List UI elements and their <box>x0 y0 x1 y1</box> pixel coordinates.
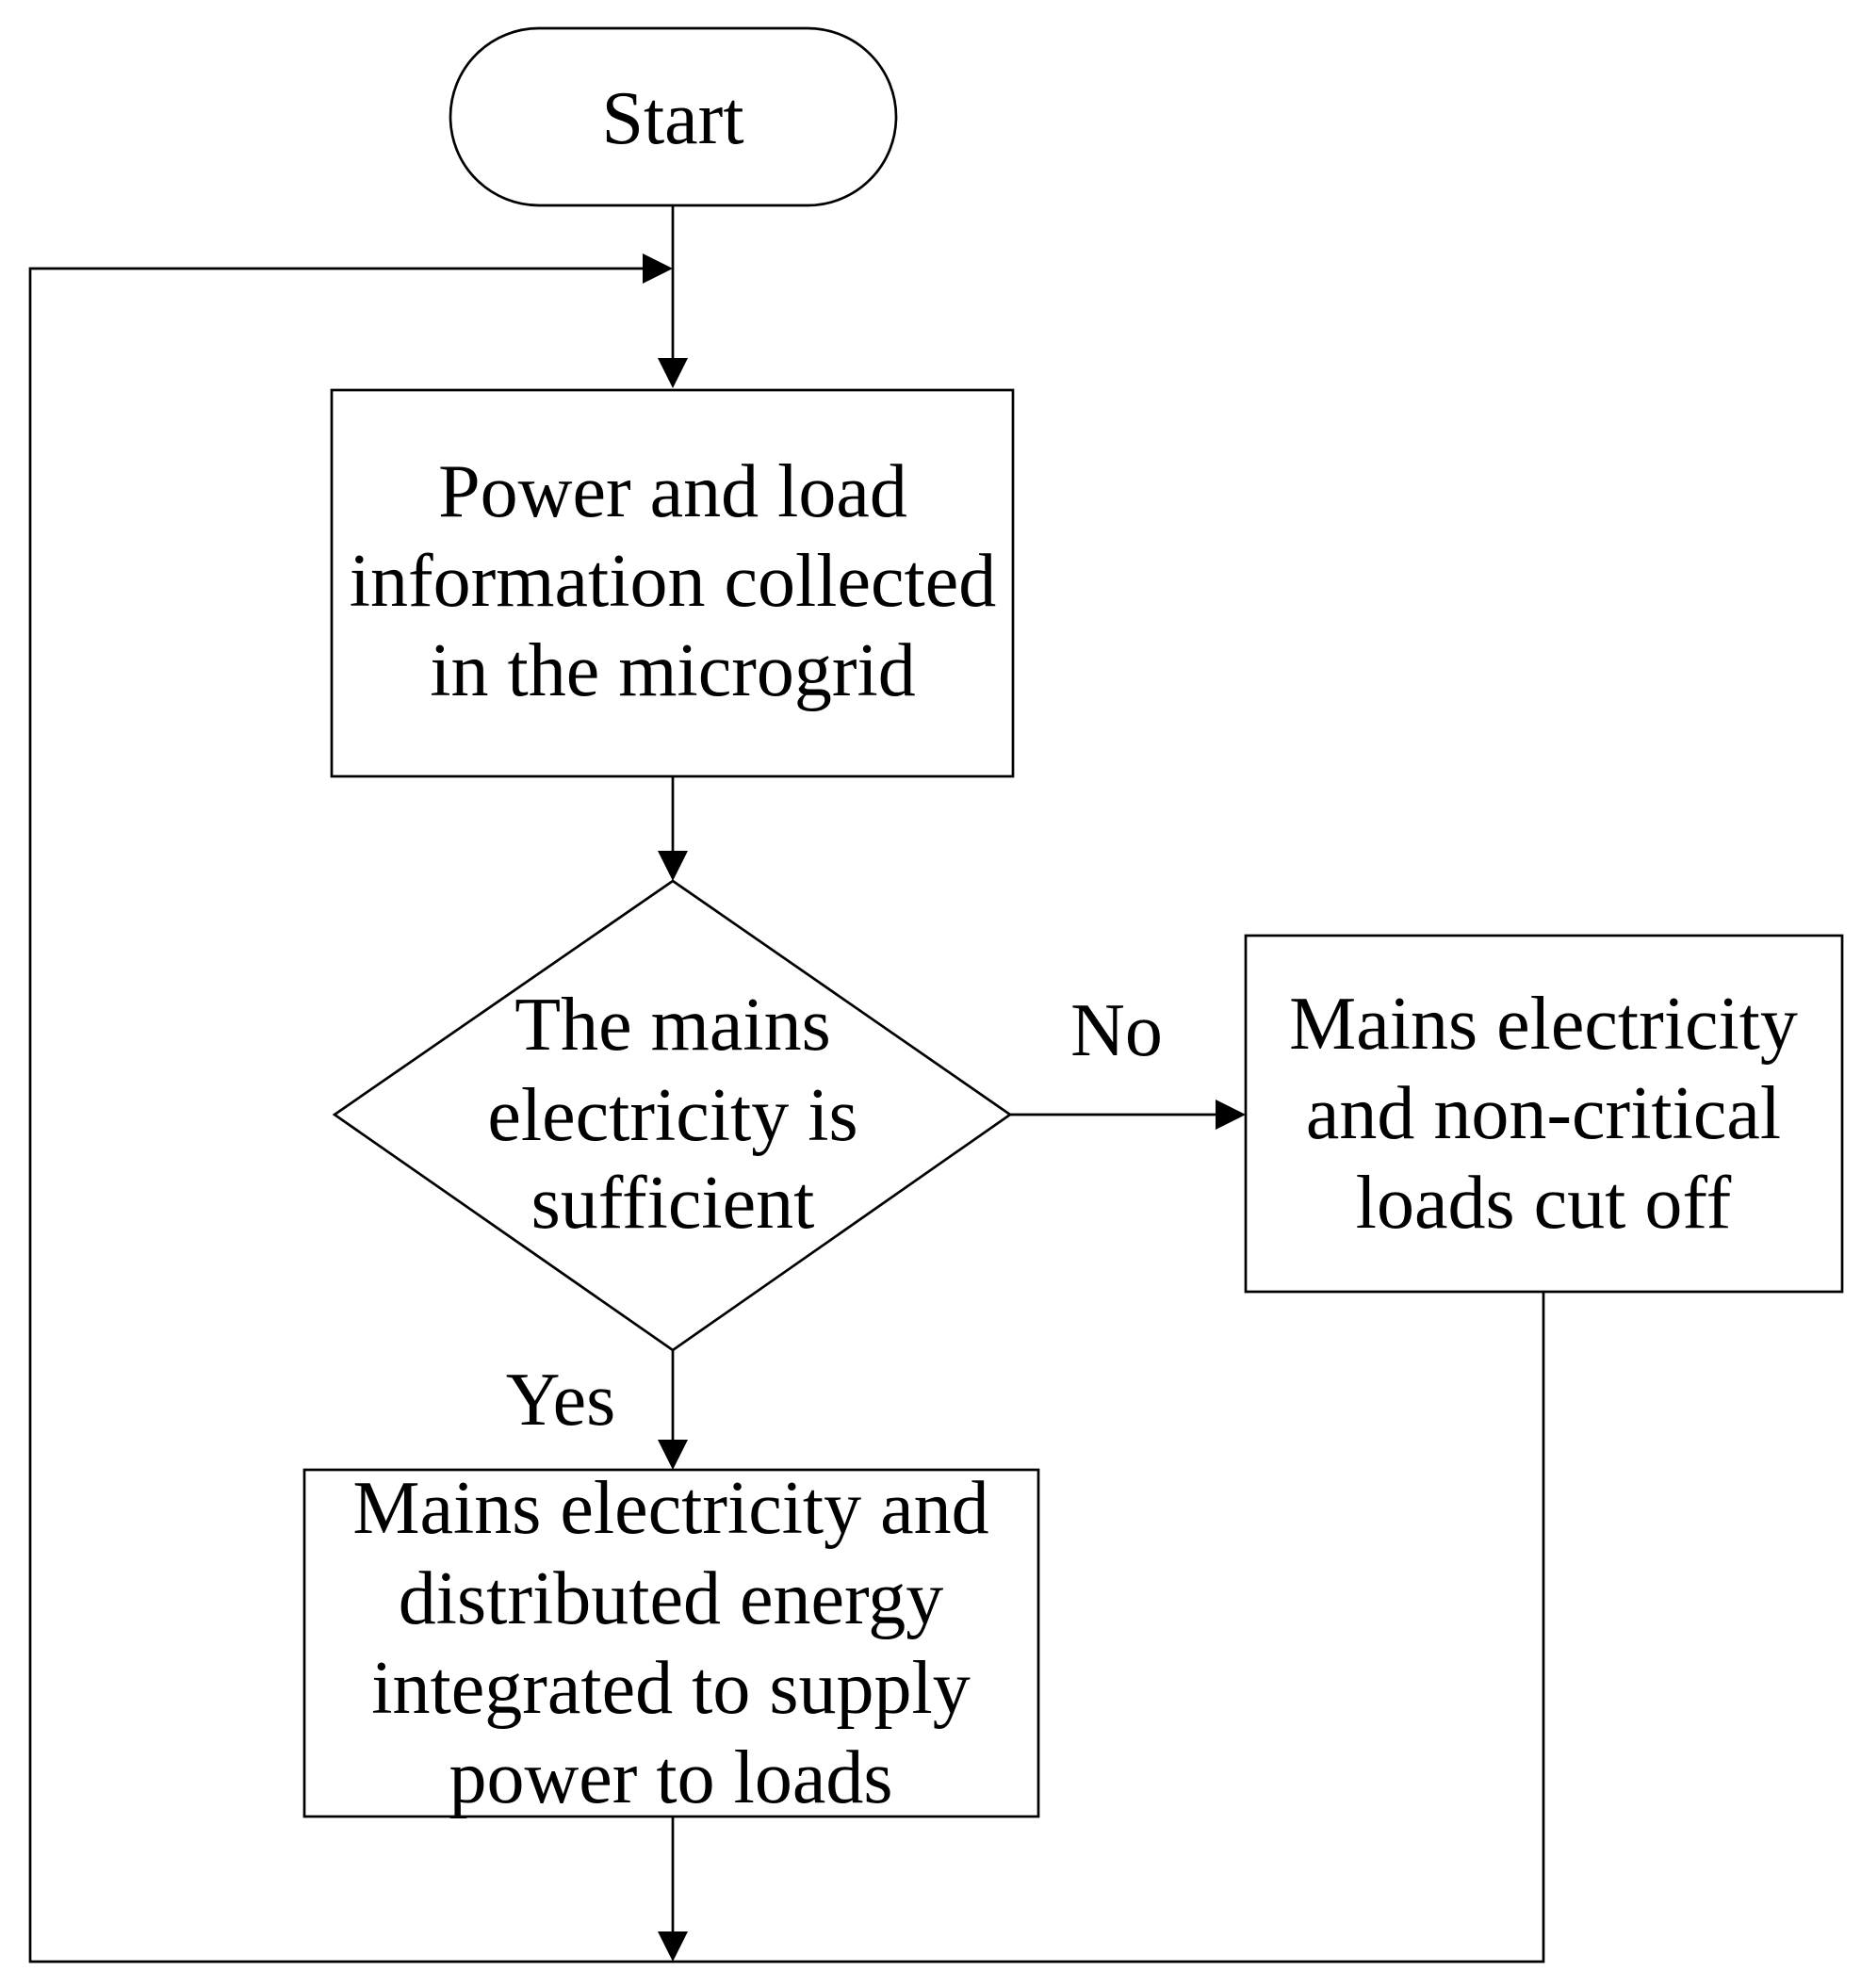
arrowhead-into-collect <box>658 358 688 388</box>
cutoff-node-label-line-3: loads cut off <box>1356 1162 1732 1245</box>
start-node-label: Start <box>601 77 743 160</box>
arrowhead-into-integrate <box>658 1440 688 1470</box>
start-node: Start <box>449 26 898 207</box>
cutoff-process-box <box>1244 934 1844 1294</box>
arrowhead-into-merge <box>658 1931 688 1962</box>
decision-node-label-line-2: electricity is <box>487 1074 857 1157</box>
collect-node-label-line-1: Power and load <box>438 450 907 533</box>
cutoff-node-label-line-2: and non-critical <box>1306 1072 1781 1155</box>
arrowhead-into-cutoff <box>1216 1100 1246 1130</box>
decision-node-label-line-1: The mains <box>514 984 830 1067</box>
integrate-node-label-line-2: distributed energy <box>399 1557 943 1640</box>
arrowhead-into-decision <box>658 851 688 881</box>
loop-back-connector <box>28 267 673 1964</box>
arrowhead-loop-back <box>643 253 673 284</box>
cutoff-node: Mains electricity and non-critical loads… <box>1244 934 1844 1294</box>
collect-node-label-line-2: information collected <box>350 540 996 623</box>
yes-branch-label: Yes <box>506 1359 615 1442</box>
integrate-node: Mains electricity and distributed energy… <box>302 1467 1040 1819</box>
connector-cutoff-to-merge <box>673 1292 1545 1964</box>
cutoff-node-label-line-1: Mains electricity <box>1289 983 1798 1066</box>
integrate-node-label-line-3: integrated to supply <box>371 1647 970 1730</box>
collect-node-label-line-3: in the microgrid <box>430 629 915 712</box>
collect-process-box <box>330 388 1015 778</box>
no-branch-label: No <box>1070 989 1163 1072</box>
integrate-node-label-line-1: Mains electricity and <box>352 1467 988 1550</box>
decision-node-label-line-3: sufficient <box>531 1162 815 1245</box>
collect-node: Power and load information collected in … <box>330 388 1015 778</box>
integrate-node-label-line-4: power to loads <box>449 1736 892 1819</box>
decision-node: The mains electricity is sufficient <box>332 879 1013 1352</box>
integrate-process-box <box>302 1468 1040 1818</box>
